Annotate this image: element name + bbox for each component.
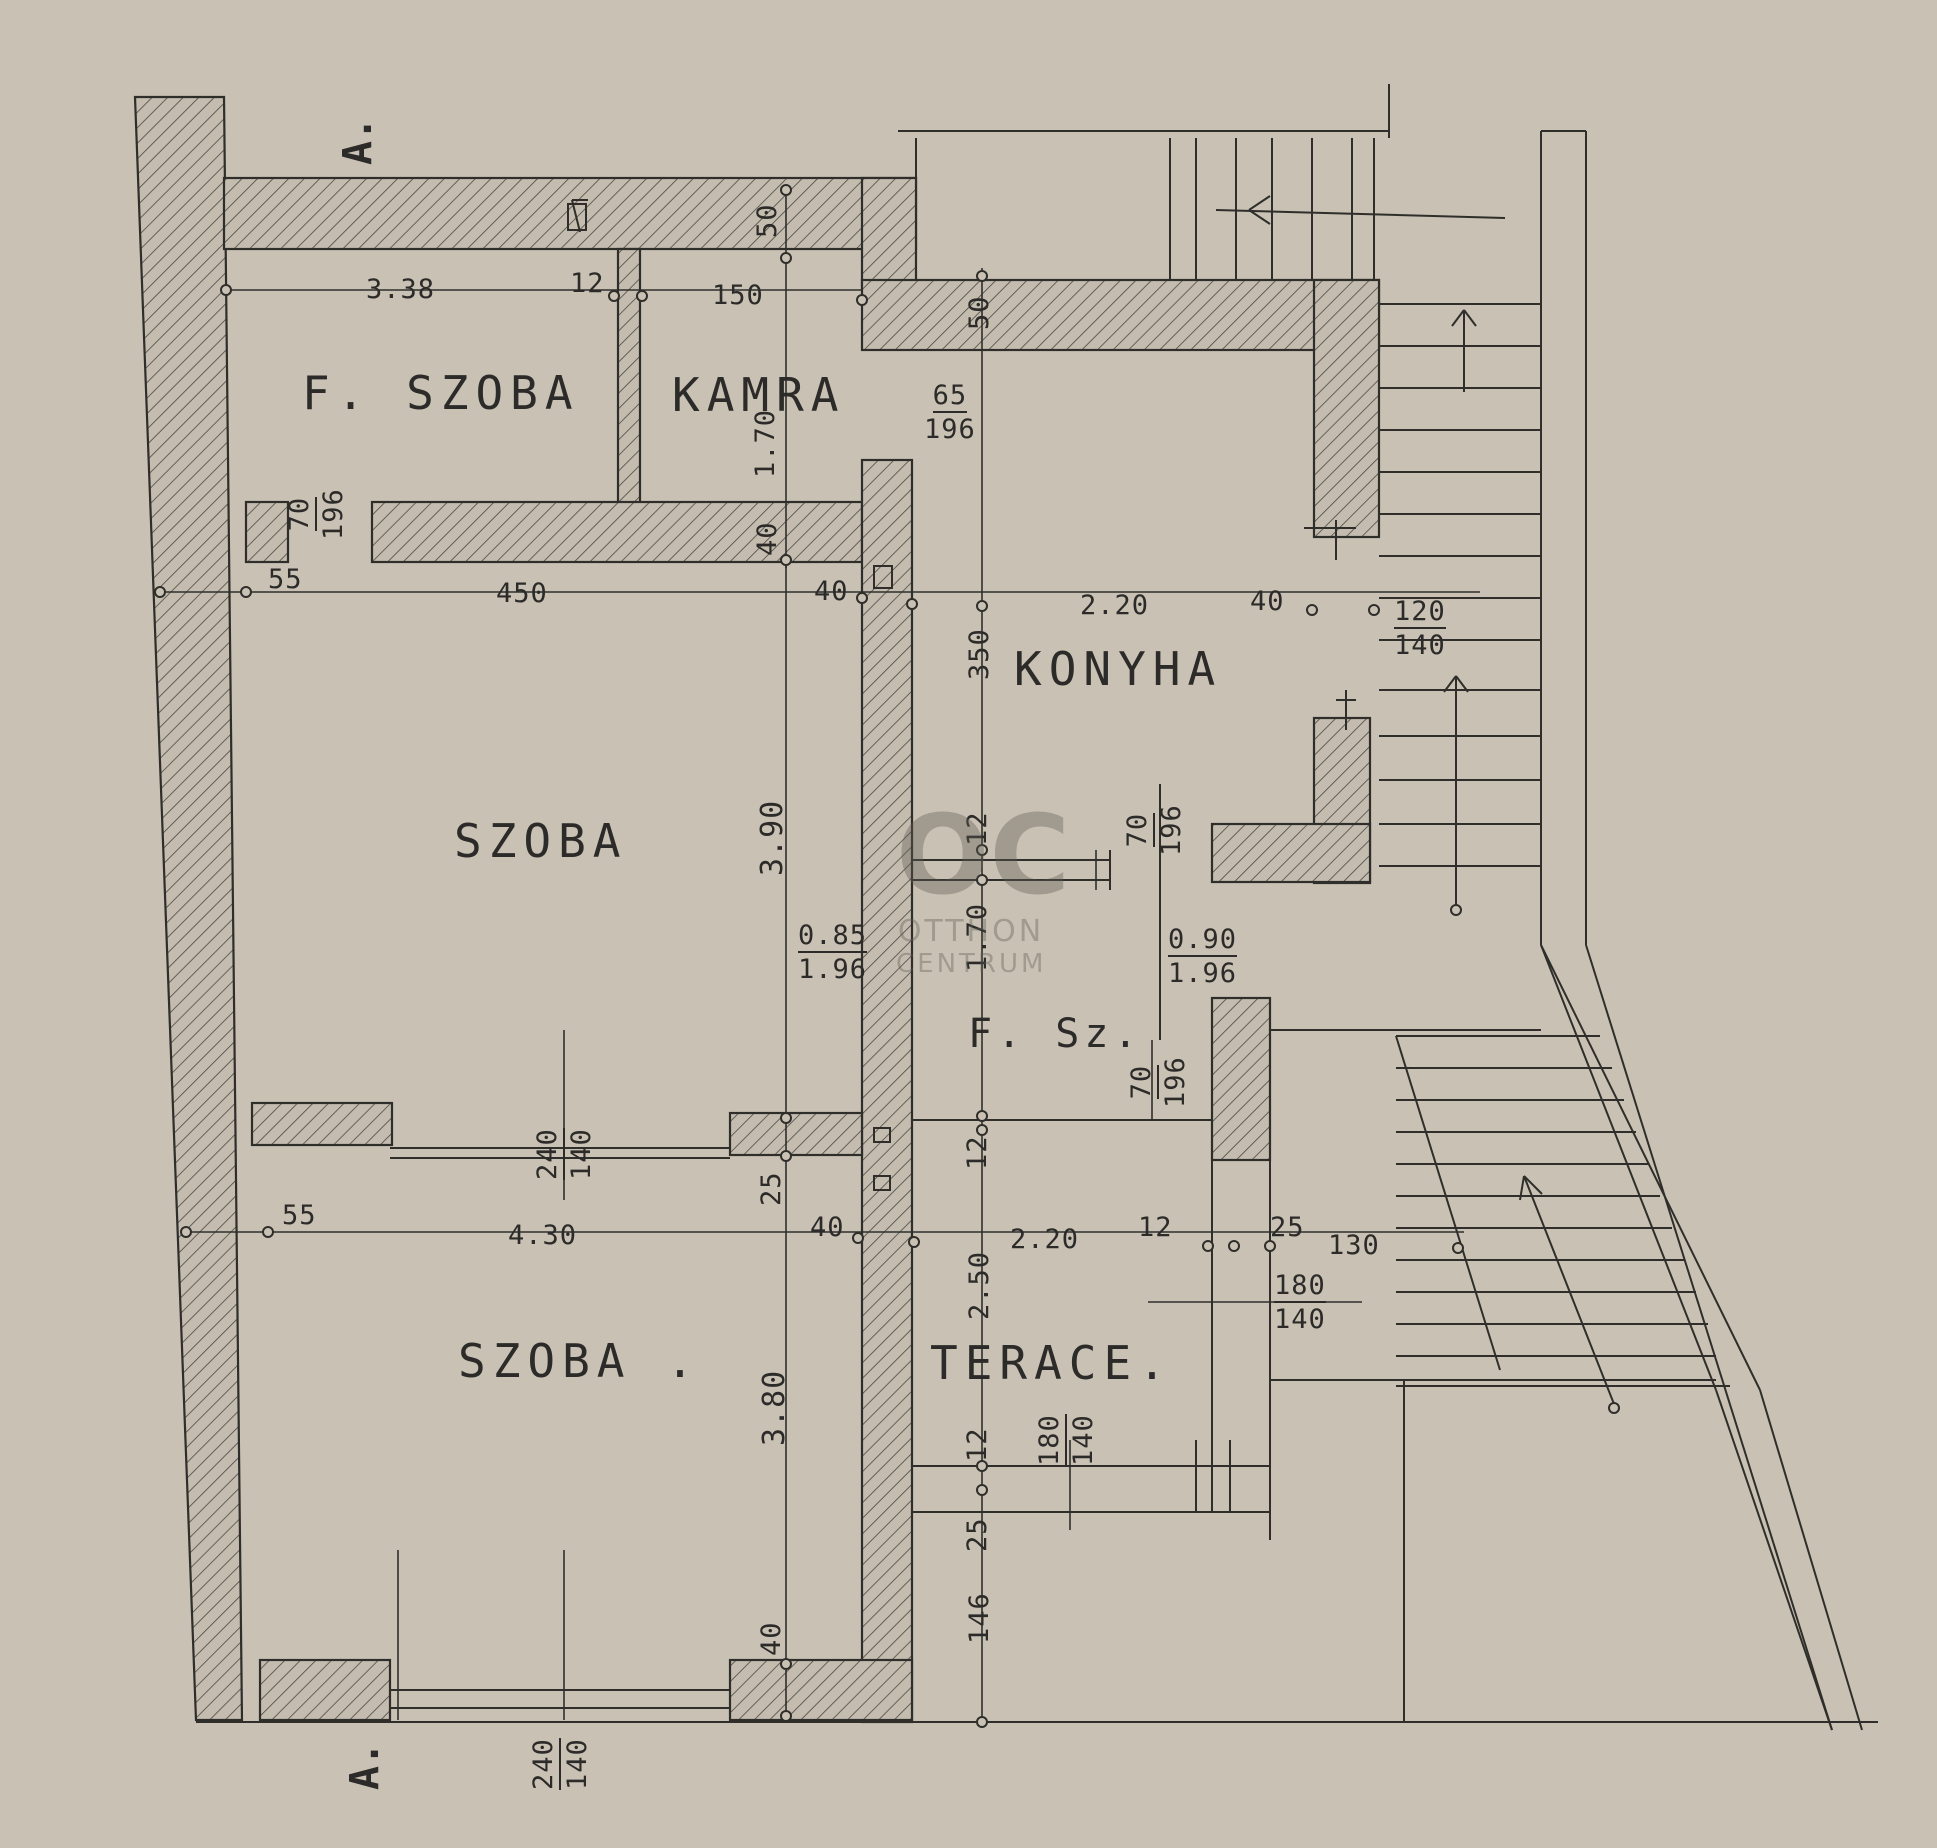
mid-partition-left	[250, 1101, 394, 1147]
watermark-logo: OC OTTHON CENTRUM	[896, 791, 1071, 979]
room-label-kamra: KAMRA	[672, 368, 846, 422]
dim-090-196: 0.90 1.96	[1168, 924, 1238, 989]
dim-12-terrace-bottom: 12	[962, 1427, 993, 1462]
dim-70-196-top-num: 70	[284, 496, 317, 532]
dim-40-kamra: 40	[752, 521, 783, 556]
dim-65-196-num: 65	[932, 380, 968, 413]
dim-180-140-right: 180 140	[1274, 1272, 1326, 1333]
dim-25-terrace: 25	[1270, 1212, 1305, 1243]
dim-12-bath-bottom: 12	[962, 1135, 993, 1170]
dim-240-140-mid: 240 140	[532, 1128, 597, 1180]
dim-70-196-mid-den: 196	[1156, 804, 1187, 856]
dim-220-lower: 2.20	[1010, 1224, 1080, 1255]
dim-450: 450	[496, 578, 548, 609]
dim-70-196-mid: 70 196	[1122, 804, 1187, 856]
mid-partition-right	[728, 1111, 864, 1157]
watermark-line-2: CENTRUM	[896, 949, 1047, 979]
dim-120-140-num: 120	[1394, 596, 1446, 629]
dim-40-lower: 40	[810, 1212, 845, 1243]
dim-55-upper: 55	[268, 564, 303, 595]
dim-180-140-terrace-den: 140	[1068, 1414, 1099, 1466]
room-label-terrace: TERACE.	[930, 1336, 1173, 1390]
dim-085-196-num: 0.85	[798, 920, 868, 953]
partition-froom-kamra	[616, 247, 642, 506]
south-wall-right	[728, 1658, 914, 1722]
walls	[133, 95, 1381, 1724]
dim-65-196-den: 196	[924, 414, 976, 445]
dim-120-140: 120 140	[1394, 598, 1446, 659]
dim-240-140-mid-num: 240	[532, 1128, 565, 1180]
room-label-szoba-upper: SZOBA	[454, 814, 628, 868]
dim-338: 3.38	[366, 274, 436, 305]
dim-65-196: 65 196	[924, 382, 976, 443]
dim-50-kamra: 50	[752, 203, 783, 238]
dim-40-upper: 40	[814, 576, 849, 607]
dim-220-upper: 2.20	[1080, 590, 1150, 621]
dim-150: 150	[712, 280, 764, 311]
room-label-f-szoba: F. SZOBA	[302, 366, 580, 420]
dim-090-196-num: 0.90	[1168, 924, 1238, 957]
dim-350: 350	[964, 628, 995, 680]
dim-180-140-right-num: 180	[1274, 1270, 1326, 1303]
room-label-bath: F. Sz.	[968, 1011, 1143, 1057]
dim-70-196-top-den: 196	[318, 488, 349, 540]
dim-12-top: 12	[570, 268, 605, 299]
dim-120-140-den: 140	[1394, 630, 1446, 661]
thin-lines	[196, 84, 1878, 1731]
dim-380: 3.80	[757, 1369, 792, 1446]
west-outer-wall	[133, 95, 244, 1722]
room-label-konyha: KONYHA	[1014, 642, 1223, 696]
north-wall	[222, 176, 918, 251]
watermark-logo-mark: OC	[896, 791, 1071, 919]
room-label-szoba-lower: SZOBA .	[458, 1334, 701, 1388]
dim-146: 146	[964, 1592, 995, 1644]
dim-12-terrace: 12	[1138, 1212, 1173, 1243]
east-room-wall	[860, 458, 914, 1724]
section-marker-top: A.	[335, 116, 381, 165]
dim-250: 2.50	[964, 1250, 995, 1320]
small-markers	[567, 203, 893, 1191]
dim-390: 3.90	[755, 799, 790, 876]
south-wall-left	[258, 1658, 392, 1722]
dim-430: 4.30	[508, 1220, 578, 1251]
dim-240-140-bottom: 240 140	[528, 1738, 593, 1790]
dim-085-196: 0.85 1.96	[798, 920, 868, 985]
section-marker-bottom: A.	[342, 1741, 388, 1790]
dim-70-196-bath: 70 196	[1126, 1056, 1191, 1108]
dim-090-196-den: 1.96	[1168, 958, 1238, 989]
dim-180-140-right-den: 140	[1274, 1304, 1326, 1335]
dim-180-140-terrace-num: 180	[1034, 1414, 1067, 1466]
dim-40-bottom: 40	[756, 1621, 787, 1656]
kitchen-south-stub	[1210, 822, 1372, 884]
dim-50-kitchen: 50	[964, 295, 995, 330]
north-wall-right	[860, 176, 918, 288]
dim-240-140-bottom-den: 140	[562, 1738, 593, 1790]
stair-treads-lower	[1396, 1035, 1730, 1387]
bath-east-wall	[1210, 996, 1272, 1162]
dim-240-140-bottom-num: 240	[528, 1738, 561, 1790]
dim-170-kamra: 1.70	[750, 408, 781, 478]
dim-55-lower: 55	[282, 1200, 317, 1231]
kitchen-east-wall	[1312, 278, 1381, 539]
dim-25-terrace-bottom: 25	[962, 1517, 993, 1552]
dim-70-196-top: 70 196	[284, 488, 349, 540]
stair-treads-upper	[1379, 303, 1541, 867]
dimension-dots	[154, 184, 1620, 1728]
dim-180-140-terrace: 180 140	[1034, 1414, 1099, 1466]
watermark-line-1: OTTHON	[897, 914, 1045, 949]
dimension-lines	[160, 190, 1480, 1722]
kitchen-north-wall	[860, 278, 1381, 352]
dim-70-196-mid-num: 70	[1122, 812, 1155, 848]
dim-085-196-den: 1.96	[798, 954, 868, 985]
dim-25-mid: 25	[756, 1171, 787, 1206]
dim-70-196-bath-den: 196	[1160, 1056, 1191, 1108]
partition-south-froom	[370, 500, 864, 564]
dim-70-196-bath-num: 70	[1126, 1064, 1159, 1100]
dim-130: 130	[1328, 1230, 1380, 1261]
dim-240-140-mid-den: 140	[566, 1128, 597, 1180]
dim-40-kitchen: 40	[1250, 586, 1285, 617]
partition-south-froom-stub	[244, 500, 290, 564]
